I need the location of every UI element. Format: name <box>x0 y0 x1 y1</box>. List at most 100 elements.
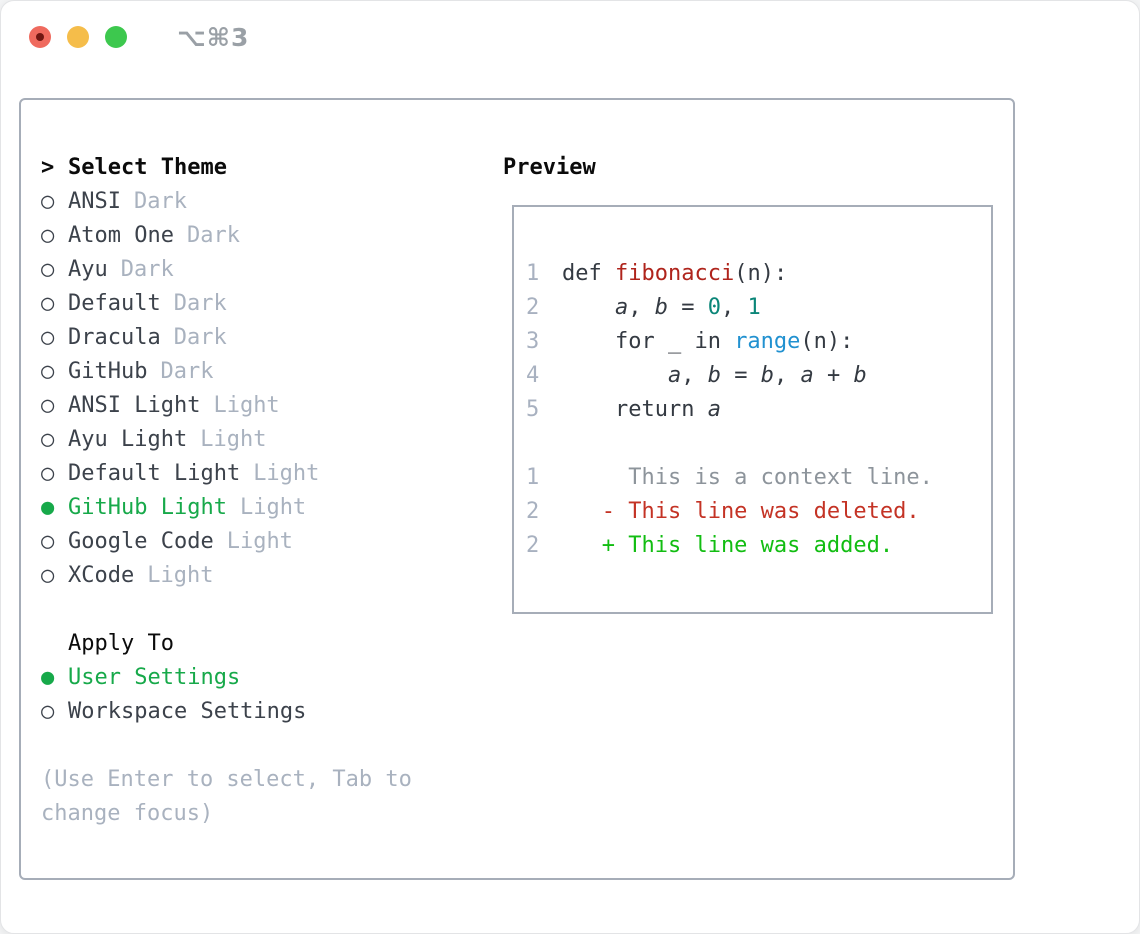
line-number: 2 <box>526 295 540 320</box>
theme-name: ANSI <box>68 189 121 214</box>
theme-tag: Light <box>226 529 293 554</box>
code-segment-num: 1 <box>747 295 761 320</box>
theme-name: Google Code <box>68 529 214 554</box>
theme-name: Ayu <box>68 257 108 282</box>
hint-line-1: (Use Enter to select, Tab to <box>41 767 412 792</box>
radio-bullet-icon: ○ <box>41 189 55 214</box>
code-segment-context: This is a context line. <box>562 465 933 490</box>
select-theme-title: Select Theme <box>68 155 227 180</box>
preview-title: Preview <box>503 155 596 180</box>
line-number: 2 <box>526 499 540 524</box>
code-segment-var: b <box>760 363 774 388</box>
code-text: + This line was added. <box>562 529 893 563</box>
theme-option[interactable]: ● GitHub Light Light <box>41 491 412 525</box>
code-segment-code: = <box>720 363 761 388</box>
theme-tag: Dark <box>173 325 227 350</box>
minimize-button[interactable] <box>67 26 89 48</box>
radio-bullet-icon: ○ <box>41 359 55 384</box>
apply-to-option[interactable]: ● User Settings <box>41 661 412 695</box>
code-text: - This line was deleted. <box>562 495 920 529</box>
code-segment-builtin: range <box>734 329 801 354</box>
code-segment-code: return <box>562 397 708 422</box>
theme-name: Ayu Light <box>68 427 188 452</box>
theme-tag: Light <box>239 495 307 520</box>
theme-name: GitHub Light <box>68 495 227 520</box>
code-segment-code <box>562 363 668 388</box>
apply-to-option[interactable]: ○Workspace Settings <box>41 695 412 729</box>
code-segment-code: , <box>628 295 655 320</box>
theme-option[interactable]: ○ GitHub Dark <box>41 355 412 389</box>
code-line: 1 This is a context line. <box>526 461 991 495</box>
code-segment-code: def <box>562 261 615 286</box>
theme-option[interactable]: ○ Default Light Light <box>41 457 412 491</box>
theme-tag: Dark <box>160 359 214 384</box>
code-segment-code: , <box>773 363 801 388</box>
theme-option[interactable]: ○ Atom One Dark <box>41 219 412 253</box>
radio-bullet-icon: ○ <box>41 699 55 724</box>
code-text: a, b = b, a + b <box>562 359 867 393</box>
line-number: 1 <box>526 465 540 490</box>
radio-bullet-icon: ○ <box>41 393 55 418</box>
code-text: a, b = 0, 1 <box>562 291 761 325</box>
theme-name: Atom One <box>68 223 174 248</box>
select-theme-header: > Select Theme <box>41 151 412 185</box>
apply-to-list: ● User Settings ○Workspace Settings <box>41 661 412 729</box>
code-segment-var: a <box>707 397 721 422</box>
apply-to-title: Apply To <box>68 631 174 656</box>
theme-name: ANSI Light <box>68 393 201 418</box>
theme-name: GitHub <box>68 359 148 384</box>
code-segment-var: a <box>800 363 814 388</box>
code-line: 4 a, b = b, a + b <box>526 359 991 393</box>
radio-bullet-icon: ○ <box>41 529 55 554</box>
theme-tag: Light <box>253 461 320 486</box>
line-number: 2 <box>526 533 540 558</box>
theme-tag: Light <box>147 563 214 588</box>
code-text: def fibonacci(n): <box>562 257 787 291</box>
theme-option[interactable]: ○ Google Code Light <box>41 525 412 559</box>
theme-tag: Dark <box>186 223 240 248</box>
line-number: 3 <box>526 329 540 354</box>
radio-bullet-icon: ○ <box>41 563 55 588</box>
code-segment-var: a <box>614 295 629 320</box>
titlebar: ⌥⌘3 <box>29 23 249 52</box>
radio-bullet-icon: ○ <box>41 461 55 486</box>
code-segment-code: , <box>681 363 708 388</box>
theme-option[interactable]: ○ Dracula Dark <box>41 321 412 355</box>
radio-bullet-icon: ● <box>41 495 55 520</box>
code-segment-var: b <box>707 363 721 388</box>
radio-bullet-icon: ○ <box>41 223 55 248</box>
theme-name: Default Light <box>68 461 241 486</box>
spacer <box>41 593 412 627</box>
code-text: return a <box>562 393 721 427</box>
code-segment-code: + <box>813 363 854 388</box>
prompt-caret-icon: > <box>41 155 55 180</box>
zoom-button[interactable] <box>105 26 127 48</box>
close-button[interactable] <box>29 26 51 48</box>
theme-name: XCode <box>68 563 135 588</box>
hint-line-2: change focus) <box>41 801 214 826</box>
theme-name: Default <box>68 291 161 316</box>
apply-to-option-label: User Settings <box>68 665 241 690</box>
radio-bullet-icon: ● <box>41 665 55 690</box>
code-line: 2 - This line was deleted. <box>526 495 991 529</box>
code-segment-var: a <box>667 363 682 388</box>
theme-name: Dracula <box>68 325 161 350</box>
code-line: 2 + This line was added. <box>526 529 991 563</box>
code-line: 2 a, b = 0, 1 <box>526 291 991 325</box>
theme-option[interactable]: ○ XCode Light <box>41 559 412 593</box>
line-number: 5 <box>526 397 540 422</box>
radio-bullet-icon: ○ <box>41 325 55 350</box>
line-number: 4 <box>526 363 540 388</box>
code-segment-var: b <box>853 363 867 388</box>
code-text: This is a context line. <box>562 461 933 495</box>
code-segment-code: = <box>667 295 708 320</box>
code-segment-added: + This line was added. <box>562 533 894 558</box>
